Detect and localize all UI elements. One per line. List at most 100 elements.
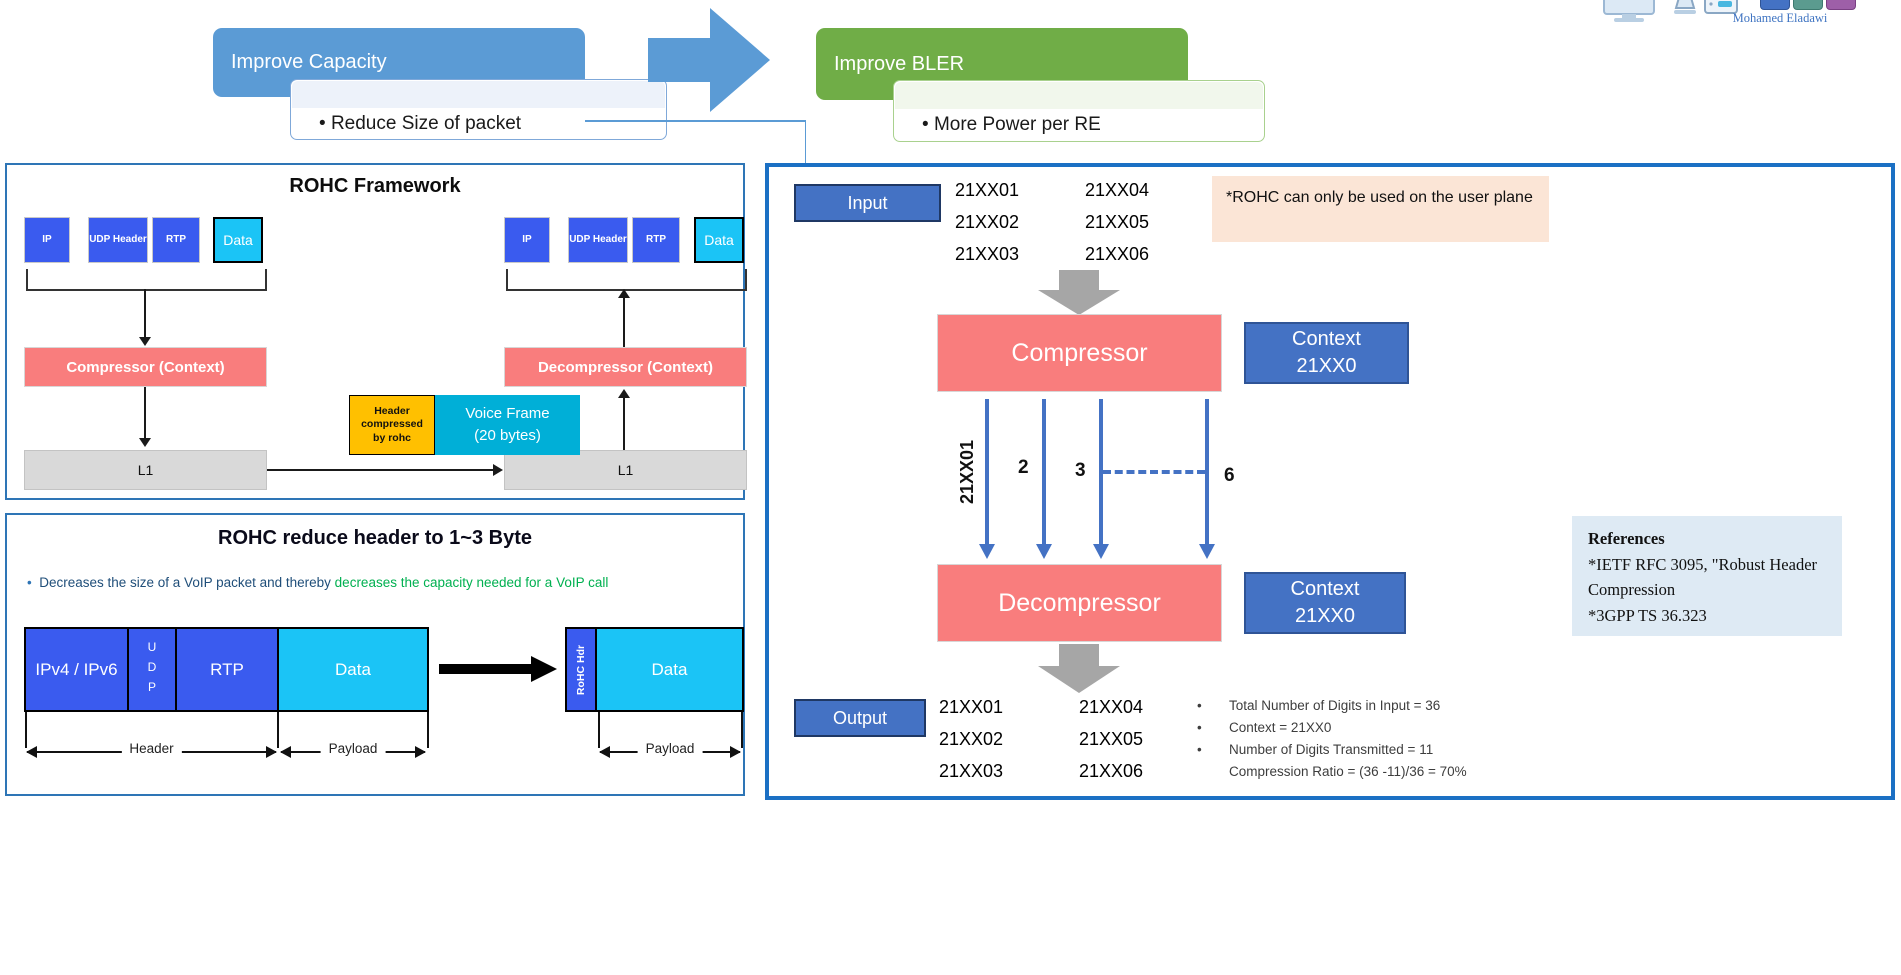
context-top-box: Context 21XX0 bbox=[1244, 322, 1409, 384]
output-number: 21XX06 bbox=[1079, 761, 1144, 781]
user-plane-note-text: *ROHC can only be used on the user plane bbox=[1226, 189, 1533, 206]
media-player-icon bbox=[1704, 0, 1738, 14]
segment-ip-label: IPv4 / IPv6 bbox=[35, 659, 118, 679]
header-compressed-box: Header compressed by rohc bbox=[349, 395, 435, 455]
dashed-link-3-6 bbox=[1103, 470, 1205, 474]
output-numbers-col1: 21XX01 21XX02 21XX03 bbox=[939, 697, 1003, 793]
header-compressed-label: Header compressed by rohc bbox=[361, 404, 423, 444]
packet-data-right: Data bbox=[694, 217, 744, 263]
l1-right-box: L1 bbox=[504, 450, 747, 490]
context-top-line1: Context bbox=[1292, 328, 1361, 350]
measure-tick bbox=[427, 712, 429, 748]
rohc-reduce-panel: ROHC reduce header to 1~3 Byte • Decreas… bbox=[5, 513, 745, 796]
measure-tick bbox=[741, 712, 743, 748]
context-top-line2: 21XX0 bbox=[1296, 355, 1357, 377]
input-number: 21XX03 bbox=[955, 244, 1020, 264]
rohc-hdr-box: RoHC Hdr bbox=[565, 627, 597, 712]
measure-tick bbox=[25, 712, 27, 748]
reduce-bullet-green: decreases the capacity needed for a VoIP… bbox=[334, 575, 609, 590]
flow-arrow-3 bbox=[1093, 399, 1109, 559]
payload2-measure-arrow: Payload bbox=[599, 741, 741, 758]
user-plane-note: *ROHC can only be used on the user plane bbox=[1212, 176, 1549, 242]
arrow-packets-to-compressor bbox=[144, 289, 146, 338]
compressor-context-box: Compressor (Context) bbox=[24, 347, 267, 387]
packet-rtp-left: RTP bbox=[152, 217, 200, 263]
packet-rtp-right: RTP bbox=[632, 217, 680, 263]
summary-item: Number of Digits Transmitted = 11 bbox=[1189, 739, 1559, 761]
input-number: 21XX06 bbox=[1085, 244, 1150, 264]
output-number: 21XX05 bbox=[1079, 729, 1144, 749]
gray-down-arrow-top bbox=[1038, 270, 1120, 315]
input-box: Input bbox=[794, 184, 941, 222]
monitor-icon bbox=[1603, 0, 1655, 22]
references-box: References *IETF RFC 3095, "Robust Heade… bbox=[1572, 516, 1842, 636]
bler-callout-tint bbox=[895, 82, 1263, 109]
connector-elbow-v bbox=[804, 120, 807, 163]
references-line2: *3GPP TS 36.323 bbox=[1588, 605, 1707, 625]
arrowhead-right bbox=[493, 464, 503, 476]
segment-rtp: RTP bbox=[177, 627, 279, 712]
measure-tick bbox=[598, 712, 600, 748]
output-number: 21XX01 bbox=[939, 697, 1004, 717]
segment-ipv4-ipv6: IPv4 / IPv6 bbox=[24, 627, 129, 712]
summary-text: Compression Ratio = (36 -11)/36 = 70% bbox=[1229, 764, 1467, 779]
arrowhead-right bbox=[730, 746, 741, 758]
decompressor-context-label: Decompressor (Context) bbox=[537, 358, 714, 376]
decompressor-label: Decompressor bbox=[998, 588, 1161, 617]
arrow-compressor-to-l1 bbox=[144, 387, 146, 439]
summary-item: Compression Ratio = (36 -11)/36 = 70% bbox=[1189, 761, 1559, 783]
compressor-context-label: Compressor (Context) bbox=[66, 358, 225, 376]
input-number: 21XX04 bbox=[1085, 180, 1150, 200]
arrowhead-right bbox=[266, 746, 277, 758]
payload2-measure-label: Payload bbox=[637, 741, 703, 756]
arrowhead-left bbox=[26, 746, 37, 758]
reduce-bullet-blue: Decreases the size of a VoIP packet and … bbox=[39, 575, 335, 590]
context-bottom-box: Context 21XX0 bbox=[1244, 572, 1406, 634]
bler-callout: More Power per RE bbox=[893, 80, 1265, 142]
voice-frame-label-2: (20 bytes) bbox=[474, 427, 541, 444]
output-number: 21XX04 bbox=[1079, 697, 1144, 717]
arrowhead-down bbox=[979, 544, 995, 559]
rohc-framework-panel: ROHC Framework IP UDP Header RTP Data IP… bbox=[5, 163, 747, 500]
arrow-l1-to-l1 bbox=[267, 469, 495, 471]
compressed-data-label: Data bbox=[651, 659, 688, 679]
output-number: 21XX03 bbox=[939, 761, 1004, 781]
input-number: 21XX02 bbox=[955, 212, 1020, 232]
flow-arrow-2-label: 2 bbox=[1018, 457, 1029, 478]
arrow-l1-to-decompressor bbox=[623, 397, 625, 450]
arrowhead-down bbox=[1036, 544, 1052, 559]
context-bottom-line2: 21XX0 bbox=[1294, 605, 1356, 627]
references-line1: *IETF RFC 3095, "Robust Header Compressi… bbox=[1588, 554, 1818, 600]
flow-arrow-2 bbox=[1036, 399, 1052, 559]
capacity-callout: Reduce Size of packet bbox=[290, 79, 667, 140]
packet-ip-left: IP bbox=[24, 217, 70, 263]
segment-data: Data bbox=[279, 627, 429, 712]
packet-data-left: Data bbox=[213, 217, 263, 263]
output-box: Output bbox=[794, 699, 926, 737]
l1-left-label: L1 bbox=[137, 462, 154, 478]
payload-measure-label: Payload bbox=[320, 741, 386, 756]
output-number: 21XX02 bbox=[939, 729, 1004, 749]
arrow-decompressor-to-packets bbox=[623, 297, 625, 347]
pill-blue bbox=[1760, 0, 1790, 10]
segment-udp: UDP bbox=[129, 627, 177, 712]
author-name: Mohamed Eladawi bbox=[1732, 11, 1828, 25]
reduce-title: ROHC reduce header to 1~3 Byte bbox=[218, 527, 532, 549]
pill-teal bbox=[1793, 0, 1823, 10]
decompressor-context-box: Decompressor (Context) bbox=[504, 347, 747, 387]
packet-udp-right: UDP Header bbox=[568, 217, 628, 263]
arrowhead-up bbox=[618, 289, 630, 298]
flow-arrow-4 bbox=[1199, 399, 1215, 559]
projector-icon bbox=[1674, 0, 1696, 14]
flow-arrow-1 bbox=[979, 399, 995, 559]
segment-data-label: Data bbox=[335, 659, 371, 679]
gray-down-arrow-bottom bbox=[1038, 644, 1120, 693]
capacity-bullet: Reduce Size of packet bbox=[319, 113, 521, 135]
improve-bler-label: Improve BLER bbox=[834, 52, 965, 75]
capacity-callout-tint bbox=[292, 81, 665, 108]
arrowhead-down bbox=[139, 337, 151, 346]
bracket-left bbox=[26, 269, 267, 291]
arrowhead-down bbox=[139, 438, 151, 447]
output-label: Output bbox=[832, 707, 888, 728]
